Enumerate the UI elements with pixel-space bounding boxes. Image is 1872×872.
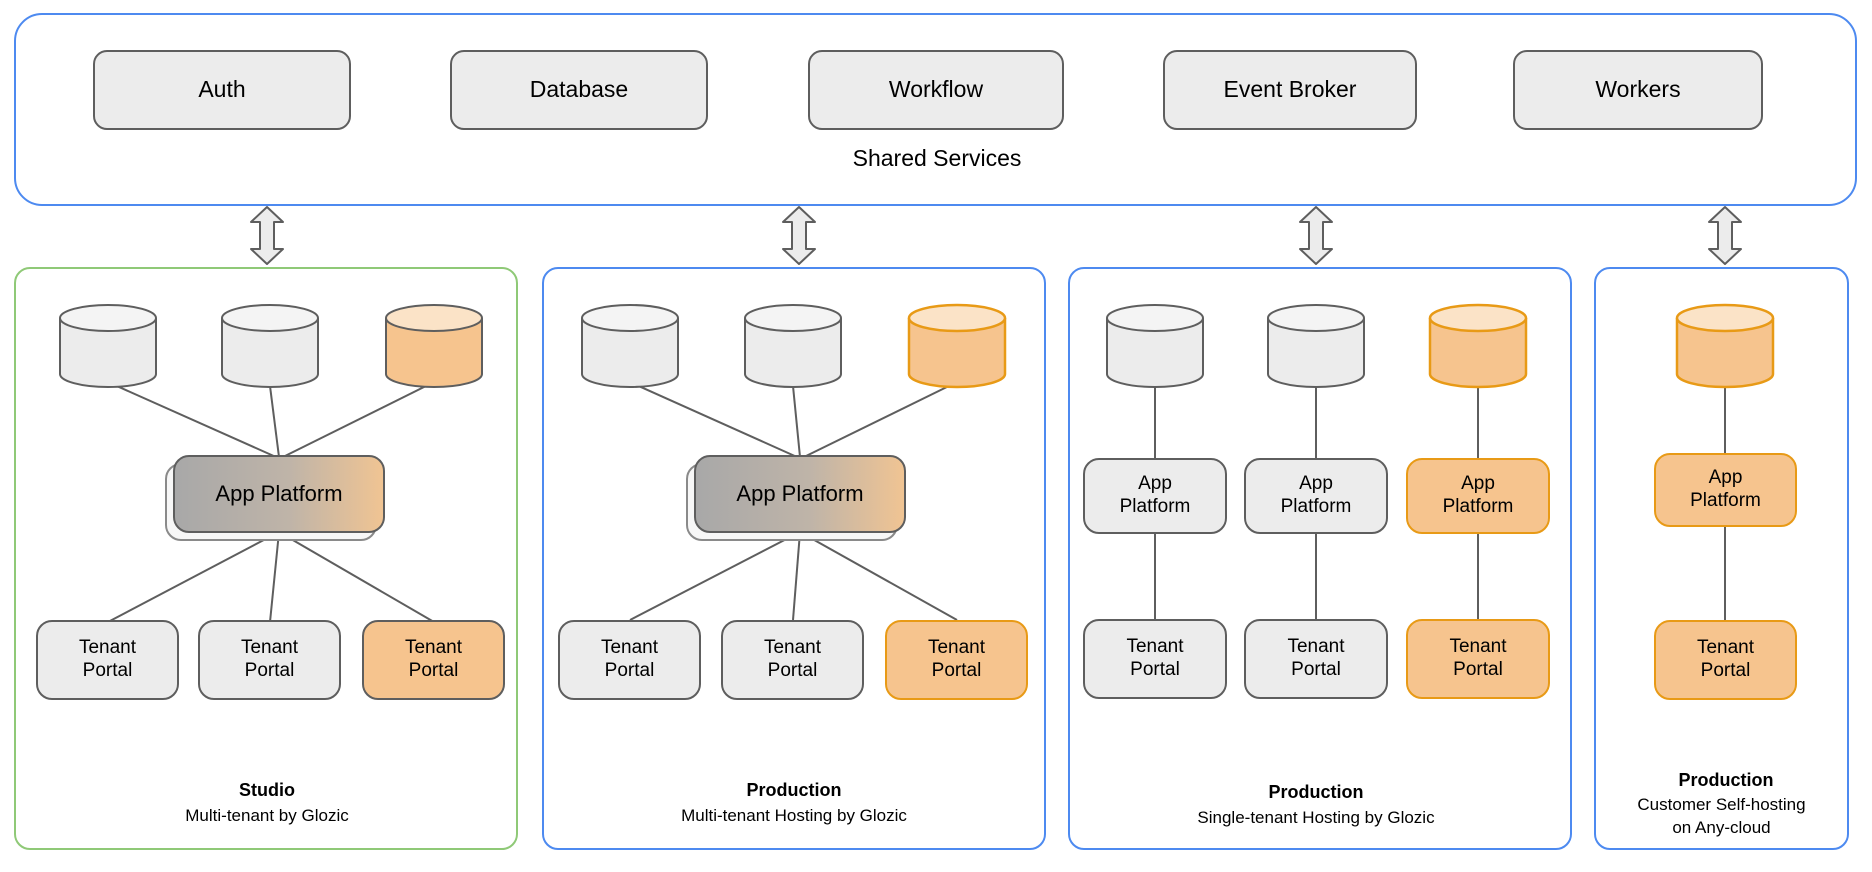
tenant-portal-label: Tenant Portal — [763, 637, 822, 681]
service-label: Database — [529, 76, 629, 103]
tenant-portal-label: Tenant Portal — [240, 637, 299, 681]
app-platform-label: App Platform — [736, 480, 864, 506]
section-title: Production — [1268, 782, 1364, 802]
connector-line — [278, 531, 435, 623]
tenant-portal-box-orange: Tenant Portal — [1406, 619, 1550, 699]
connector-line — [792, 531, 801, 621]
section-title: Production — [1678, 770, 1774, 790]
section-subtitle: Customer Self-hosting on Any-cloud — [1637, 795, 1806, 837]
tenant-portal-label: Tenant Portal — [1696, 637, 1755, 681]
section-title: Production — [746, 780, 842, 800]
sync-arrow-3 — [1299, 206, 1333, 265]
tenant-portal-box-orange: Tenant Portal — [1654, 620, 1797, 700]
tenant-portal-box: Tenant Portal — [198, 620, 341, 700]
connector-line — [799, 531, 958, 621]
connector-line — [282, 382, 433, 458]
sync-arrow-4 — [1708, 206, 1742, 265]
production-singletenant-section — [1068, 267, 1572, 850]
tenant-portal-label: Tenant Portal — [1126, 636, 1184, 680]
service-label: Workers — [1595, 76, 1681, 103]
database-cylinder-orange — [1428, 303, 1528, 389]
tenant-portal-box: Tenant Portal — [1083, 619, 1227, 699]
shared-services-container — [14, 13, 1857, 206]
connector-line — [629, 531, 801, 621]
database-cylinder — [581, 304, 679, 388]
tenant-portal-box: Tenant Portal — [36, 620, 179, 700]
section-title: Studio — [239, 780, 295, 800]
service-box-workers: Workers — [1513, 50, 1763, 130]
service-label: Workflow — [888, 76, 984, 103]
service-label: Event Broker — [1223, 76, 1357, 103]
app-platform-label: App Platform — [1280, 473, 1352, 517]
app-platform-box: App Platform — [173, 455, 385, 533]
section-subtitle: Multi-tenant by Glozic — [185, 806, 349, 825]
tenant-portal-label: Tenant Portal — [78, 637, 137, 681]
connector-line — [109, 382, 277, 458]
app-platform-box-orange: App Platform — [1654, 453, 1797, 527]
tenant-portal-label: Tenant Portal — [1287, 636, 1345, 680]
database-cylinder-orange — [1675, 303, 1775, 389]
app-platform-box: App Platform — [1083, 458, 1227, 534]
tenant-portal-box: Tenant Portal — [558, 620, 701, 700]
tenant-portal-label: Tenant Portal — [927, 637, 986, 681]
section-subtitle: Single-tenant Hosting by Glozic — [1197, 808, 1435, 827]
service-box-auth: Auth — [93, 50, 351, 130]
tenant-portal-box: Tenant Portal — [1244, 619, 1388, 699]
database-cylinder — [1267, 304, 1365, 388]
production-multitenant-section — [542, 267, 1046, 850]
app-platform-label: App Platform — [1119, 473, 1191, 517]
database-cylinder-orange — [385, 304, 483, 388]
service-label: Auth — [198, 76, 246, 103]
connector-line — [107, 531, 280, 623]
connector-line — [269, 531, 280, 623]
database-cylinder — [744, 304, 842, 388]
section-subtitle: Multi-tenant Hosting by Glozic — [681, 806, 907, 825]
database-cylinder-orange — [907, 303, 1007, 389]
app-platform-label: App Platform — [1442, 473, 1514, 517]
connector-line — [792, 385, 801, 458]
app-platform-box-orange: App Platform — [1406, 458, 1550, 534]
service-box-event-broker: Event Broker — [1163, 50, 1417, 130]
service-box-workflow: Workflow — [808, 50, 1064, 130]
production-selfhosting-section — [1594, 267, 1849, 850]
app-platform-label: App Platform — [1690, 467, 1761, 511]
app-platform-box: App Platform — [694, 455, 906, 533]
tenant-portal-box-orange: Tenant Portal — [885, 620, 1028, 700]
tenant-portal-label: Tenant Portal — [1449, 636, 1507, 680]
tenant-portal-label: Tenant Portal — [600, 637, 659, 681]
tenant-portal-box-orange: Tenant Portal — [362, 620, 505, 700]
connector-line — [631, 382, 798, 458]
app-platform-label: App Platform — [215, 480, 343, 506]
tenant-portal-label: Tenant Portal — [404, 637, 463, 681]
tenant-portal-box: Tenant Portal — [721, 620, 864, 700]
database-cylinder — [1106, 304, 1204, 388]
studio-section — [14, 267, 518, 850]
connector-line — [269, 385, 280, 458]
sync-arrow-2 — [782, 206, 816, 265]
app-platform-box: App Platform — [1244, 458, 1388, 534]
database-cylinder — [59, 304, 157, 388]
service-box-database: Database — [450, 50, 708, 130]
shared-services-label: Shared Services — [852, 145, 1022, 171]
connector-line — [803, 382, 956, 458]
sync-arrow-1 — [250, 206, 284, 265]
database-cylinder — [221, 304, 319, 388]
